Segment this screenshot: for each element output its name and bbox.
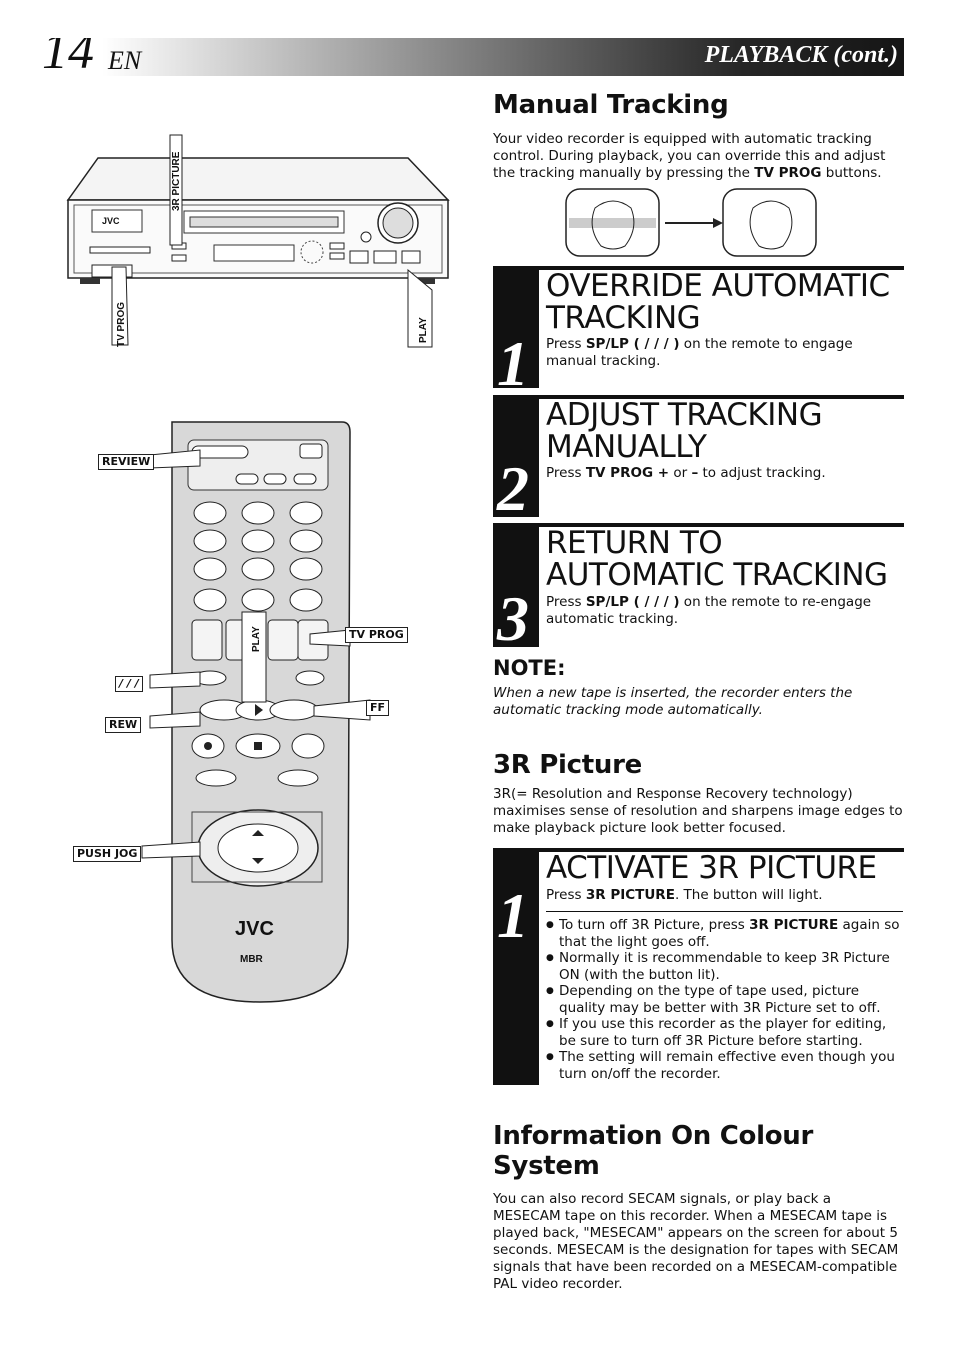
- step-3r-title: ACTIVATE 3R PICTURE: [546, 850, 877, 886]
- manual-tracking-heading: Manual Tracking: [493, 90, 729, 120]
- colour-system-heading: Information On Colour System: [493, 1121, 813, 1181]
- step-1-number-block: 1: [493, 266, 539, 396]
- step-2-number-block: 2: [493, 395, 539, 521]
- step-3r-number-block: 1: [493, 848, 539, 1085]
- step-3r-rule: [539, 848, 904, 852]
- list-item: If you use this recorder as the player f…: [546, 1016, 904, 1049]
- step-2-text: Press TV PROG + or – to adjust tracking.: [546, 465, 826, 481]
- picture-3r-intro: 3R(= Resolution and Response Recovery te…: [493, 786, 903, 836]
- remote-label-tv-prog: TV PROG: [345, 627, 408, 643]
- note-heading: NOTE:: [493, 656, 566, 680]
- remote-sub-brand: MBR: [240, 954, 264, 965]
- manual-tracking-intro: Your video recorder is equipped with aut…: [493, 131, 886, 181]
- list-item: Depending on the type of tape used, pict…: [546, 983, 904, 1016]
- remote-illustration: JVC MBR PLAY: [141, 421, 371, 1003]
- step-2-title: ADJUST TRACKING MANUALLY: [546, 397, 823, 465]
- tracking-screens-illustration: [565, 188, 817, 257]
- step-3r-text: Press 3R PICTURE. The button will light.: [546, 887, 823, 903]
- step-2-rule: [539, 395, 904, 399]
- section-title: PLAYBACK (cont.): [704, 42, 898, 68]
- remote-label-ff: FF: [366, 700, 390, 716]
- step-3-text: Press SP/LP ( / / / ) on the remote to r…: [546, 594, 872, 627]
- page-language: EN: [108, 46, 142, 75]
- remote-brand: JVC: [235, 918, 274, 940]
- step-3r-divider: [546, 911, 903, 912]
- remote-label-push-jog: PUSH JOG: [73, 846, 142, 862]
- vcr-label-tv-prog: TV PROG: [116, 302, 127, 347]
- remote-label-rew: REW: [105, 717, 142, 733]
- remote-label-review: REVIEW: [98, 454, 155, 470]
- step-3-title: RETURN TO AUTOMATIC TRACKING: [546, 525, 888, 593]
- list-item: The setting will remain effective even t…: [546, 1049, 904, 1082]
- step-1-text: Press SP/LP ( / / / ) on the remote to e…: [546, 336, 853, 369]
- vcr-label-play: PLAY: [418, 317, 429, 343]
- step-1-rule: [539, 266, 904, 270]
- step-3r-bullet-list: To turn off 3R Picture, press 3R PICTURE…: [546, 917, 904, 1082]
- step-3-number-block: 3: [493, 523, 539, 651]
- step-3-rule: [539, 523, 904, 527]
- vcr-label-3r-picture: 3R PICTURE: [171, 151, 182, 211]
- colour-system-text: You can also record SECAM signals, or pl…: [493, 1191, 899, 1292]
- remote-label-play: PLAY: [251, 626, 262, 652]
- note-text: When a new tape is inserted, the recorde…: [493, 685, 853, 718]
- picture-3r-heading: 3R Picture: [493, 750, 642, 780]
- page-number: 14: [42, 38, 94, 76]
- header-gradient: [102, 38, 904, 76]
- remote-label-splp: / / /: [115, 676, 143, 692]
- page-header: 14 EN PLAYBACK (cont.): [42, 38, 904, 76]
- vcr-brand: JVC: [102, 216, 120, 226]
- step-1-title: OVERRIDE AUTOMATIC TRACKING: [546, 268, 890, 336]
- list-item: To turn off 3R Picture, press 3R PICTURE…: [546, 917, 904, 950]
- vcr-illustration: JVC 3R PICTURE TV PROG PLAY: [66, 134, 450, 348]
- list-item: Normally it is recommendable to keep 3R …: [546, 950, 904, 983]
